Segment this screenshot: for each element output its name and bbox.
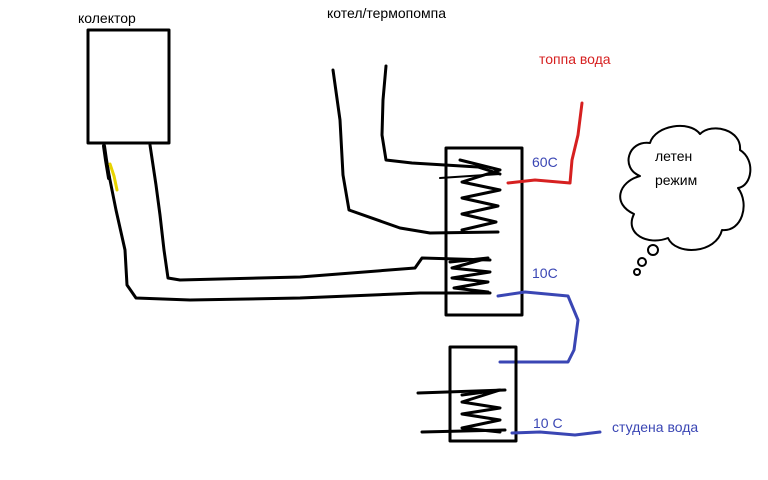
thought-bubble-dot-3: [633, 268, 641, 276]
collector-flow-pipe: [148, 143, 492, 282]
temp-bottom-label: 10 С: [533, 415, 563, 431]
lower-coil: [448, 256, 492, 294]
hot-water-label: топпа вода: [539, 51, 611, 67]
thought-bubble-dot-2: [637, 257, 647, 267]
collector-sensor-yellow: [108, 162, 119, 192]
collector-box: [86, 28, 171, 145]
thought-line1-label: летен: [655, 148, 693, 164]
collector-label: колектор: [78, 10, 136, 26]
collector-sensor-lead: [102, 144, 111, 180]
thought-bubble-dot-1: [647, 244, 659, 256]
collector-return-pipe: [107, 173, 492, 302]
hot-water-pipe: [506, 101, 584, 185]
boiler-pipe-1: [380, 64, 502, 176]
temp-mid-label: 10С: [532, 265, 558, 281]
upper-coil: [458, 158, 502, 232]
upper-coil-inner: [439, 173, 501, 179]
temp-top-label: 60С: [532, 154, 558, 170]
thought-bubble: [619, 125, 752, 251]
cold-water-pipe: [510, 430, 602, 437]
thought-line2-label: режим: [655, 172, 698, 188]
cold-water-label: студена вода: [612, 419, 699, 435]
small-tank-coil: [460, 388, 502, 434]
small-tank: [448, 345, 518, 443]
boiler-pipe-2: [331, 68, 500, 235]
cross-connect-pipe: [496, 290, 580, 364]
boiler-heatpump-label: котел/термопомпа: [327, 5, 446, 21]
